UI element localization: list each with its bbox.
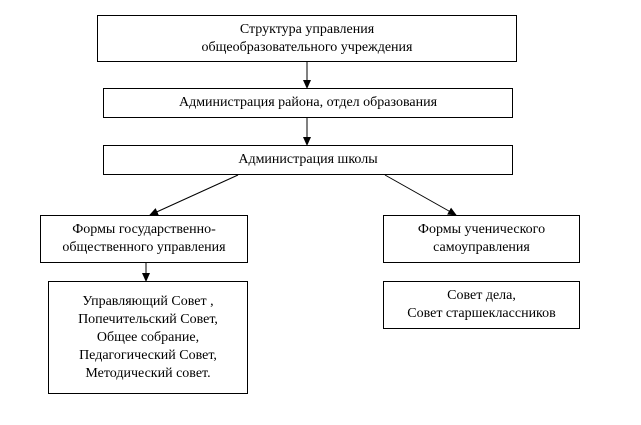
node-student-councils: Совет дела, Совет старшеклассников [383,281,580,329]
edge-admin-school-to-forms-gov [149,174,239,216]
node-management-structure-label: Структура управления общеобразовательног… [201,21,413,55]
node-student-self-governance-forms: Формы ученического самоуправления [383,215,580,263]
node-councils-list: Управляющий Совет , Попечительский Совет… [48,281,248,394]
node-school-administration: Администрация школы [103,145,513,175]
node-councils-list-label: Управляющий Совет , Попечительский Совет… [78,293,218,381]
node-management-structure: Структура управления общеобразовательног… [97,15,517,62]
node-state-public-governance-forms: Формы государственно- общественного упра… [40,215,248,263]
node-district-administration: Администрация района, отдел образования [103,88,513,118]
node-student-self-governance-forms-label: Формы ученического самоуправления [417,222,546,255]
node-state-public-governance-forms-label: Формы государственно- общественного упра… [62,222,226,255]
node-student-councils-label: Совет дела, Совет старшеклассников [407,288,556,321]
edge-admin-school-to-forms-student [384,174,457,216]
node-district-administration-label: Администрация района, отдел образования [178,95,438,110]
node-school-administration-label: Администрация школы [238,152,378,167]
